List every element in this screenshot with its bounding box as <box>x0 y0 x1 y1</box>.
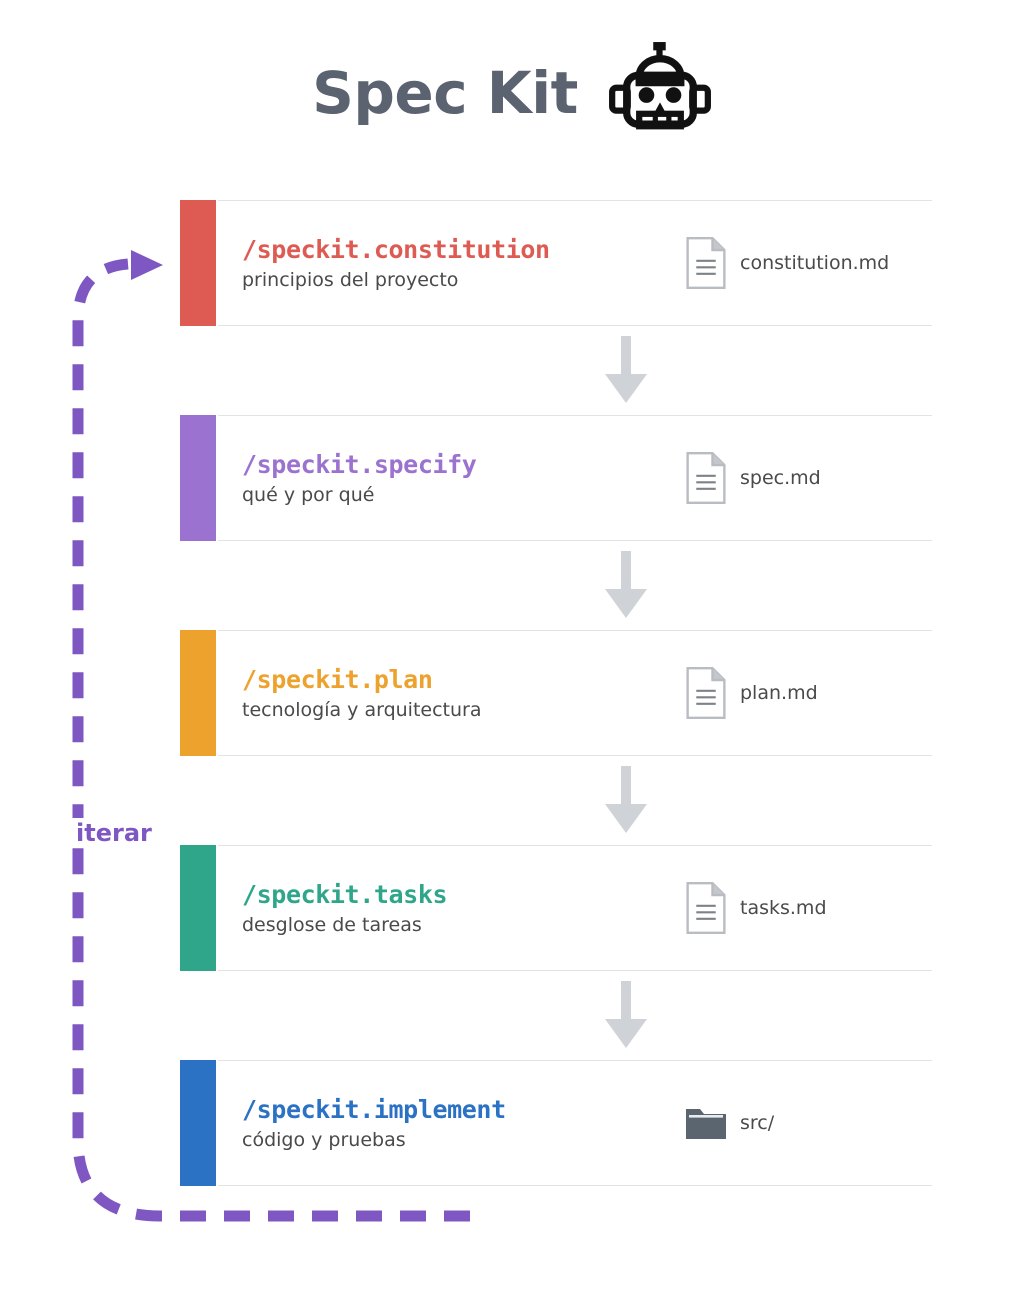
step-command: /speckit.tasks <box>242 879 448 909</box>
artifact-name: src/ <box>740 1111 775 1134</box>
folder-icon <box>684 1096 728 1150</box>
step-labels: /speckit.plan tecnología y arquitectura <box>242 667 684 720</box>
arrow-down-icon <box>463 335 649 406</box>
step-row-implement[interactable]: /speckit.implement código y pruebas src/ <box>180 1060 932 1186</box>
file-icon <box>684 236 728 290</box>
flow-connector-3 <box>180 756 932 845</box>
step-command: /speckit.plan <box>242 664 433 694</box>
step-color-bar <box>180 415 216 541</box>
step-artifact: spec.md <box>684 451 932 505</box>
artifact-name: plan.md <box>740 681 818 704</box>
step-body: /speckit.tasks desglose de tareas <box>216 845 932 971</box>
iterate-label: iterar <box>72 818 156 848</box>
step-labels: /speckit.specify qué y por qué <box>242 452 684 505</box>
arrow-right-icon <box>131 250 163 280</box>
step-command: /speckit.implement <box>242 1094 506 1124</box>
robot-icon <box>608 41 712 145</box>
step-color-bar <box>180 630 216 756</box>
step-body: /speckit.implement código y pruebas src/ <box>216 1060 932 1186</box>
step-body: /speckit.specify qué y por qué <box>216 415 932 541</box>
step-row-tasks[interactable]: /speckit.tasks desglose de tareas <box>180 845 932 971</box>
artifact-name: spec.md <box>740 466 821 489</box>
step-row-plan[interactable]: /speckit.plan tecnología y arquitectura <box>180 630 932 756</box>
step-description: qué y por qué <box>242 483 375 506</box>
file-icon <box>684 881 728 935</box>
step-labels: /speckit.implement código y pruebas <box>242 1097 684 1150</box>
arrow-down-icon <box>463 980 649 1051</box>
step-description: código y pruebas <box>242 1128 406 1151</box>
step-row-constitution[interactable]: /speckit.constitution principios del pro… <box>180 200 932 326</box>
step-artifact: constitution.md <box>684 236 932 290</box>
step-color-bar <box>180 1060 216 1186</box>
flow-connector-2 <box>180 541 932 630</box>
step-command: /speckit.specify <box>242 449 477 479</box>
page-title: Spec Kit <box>312 59 578 127</box>
step-labels: /speckit.constitution principios del pro… <box>242 237 684 290</box>
step-description: principios del proyecto <box>242 268 459 291</box>
file-icon <box>684 451 728 505</box>
step-body: /speckit.plan tecnología y arquitectura <box>216 630 932 756</box>
step-artifact: tasks.md <box>684 881 932 935</box>
step-description: desglose de tareas <box>242 913 422 936</box>
flow-connector-1 <box>180 326 932 415</box>
arrow-down-icon <box>463 550 649 621</box>
file-icon <box>684 666 728 720</box>
step-row-specify[interactable]: /speckit.specify qué y por qué <box>180 415 932 541</box>
step-command: /speckit.constitution <box>242 234 550 264</box>
step-color-bar <box>180 845 216 971</box>
page-header: Spec Kit <box>0 38 1024 148</box>
arrow-down-icon <box>463 765 649 836</box>
step-body: /speckit.constitution principios del pro… <box>216 200 932 326</box>
flow-connector-4 <box>180 971 932 1060</box>
artifact-name: tasks.md <box>740 896 827 919</box>
workflow-steps: /speckit.constitution principios del pro… <box>180 200 932 1186</box>
step-labels: /speckit.tasks desglose de tareas <box>242 882 684 935</box>
step-description: tecnología y arquitectura <box>242 698 482 721</box>
step-artifact: src/ <box>684 1096 932 1150</box>
step-color-bar <box>180 200 216 326</box>
step-artifact: plan.md <box>684 666 932 720</box>
artifact-name: constitution.md <box>740 251 890 274</box>
